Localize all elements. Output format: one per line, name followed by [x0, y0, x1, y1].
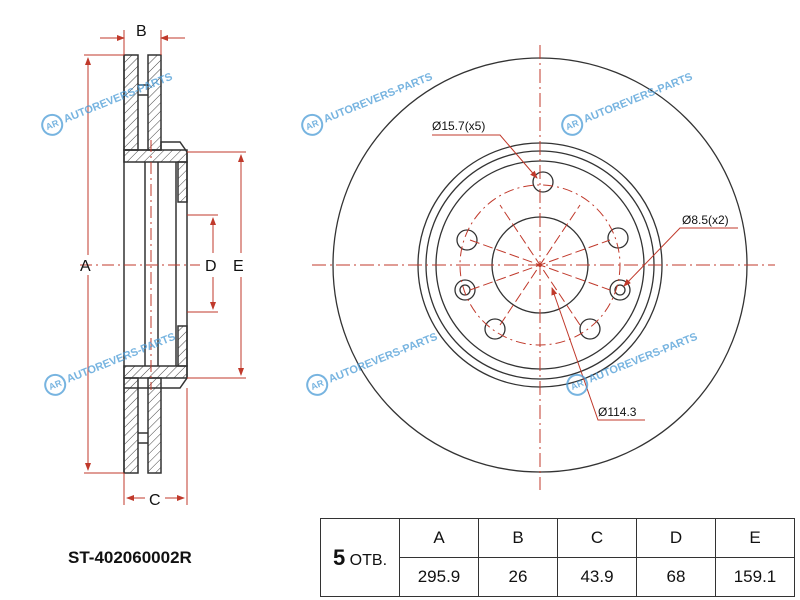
front-annotations: Ø15.7(x5) Ø8.5(x2) Ø114.3 — [432, 119, 729, 419]
value-c: 43.9 — [557, 557, 637, 597]
dimensions-table: 5 ОТВ. A B C D E 295.9 26 43.9 68 159.1 — [320, 518, 795, 597]
header-a: A — [399, 518, 479, 558]
label-d: D — [205, 258, 217, 275]
label-a: A — [80, 258, 91, 275]
value-b: 26 — [478, 557, 558, 597]
pcd-annotation: Ø114.3 — [598, 405, 637, 419]
value-e: 159.1 — [715, 557, 795, 597]
header-e: E — [715, 518, 795, 558]
part-number: ST-402060002R — [68, 548, 192, 567]
value-a: 295.9 — [399, 557, 479, 597]
header-c: C — [557, 518, 637, 558]
dimension-labels: B A D E C — [80, 23, 244, 509]
label-e: E — [233, 258, 244, 275]
label-b: B — [136, 23, 147, 40]
holes-count-cell: 5 ОТВ. — [320, 518, 400, 597]
value-d: 68 — [636, 557, 716, 597]
front-centerlines — [312, 45, 775, 490]
small-hole-annotation: Ø8.5(x2) — [682, 213, 729, 227]
header-d: D — [636, 518, 716, 558]
label-c: C — [149, 492, 161, 509]
header-b: B — [478, 518, 558, 558]
side-section-view — [123, 54, 188, 474]
bolt-hole-annotation: Ø15.7(x5) — [432, 119, 485, 133]
side-dimensions — [80, 30, 246, 505]
